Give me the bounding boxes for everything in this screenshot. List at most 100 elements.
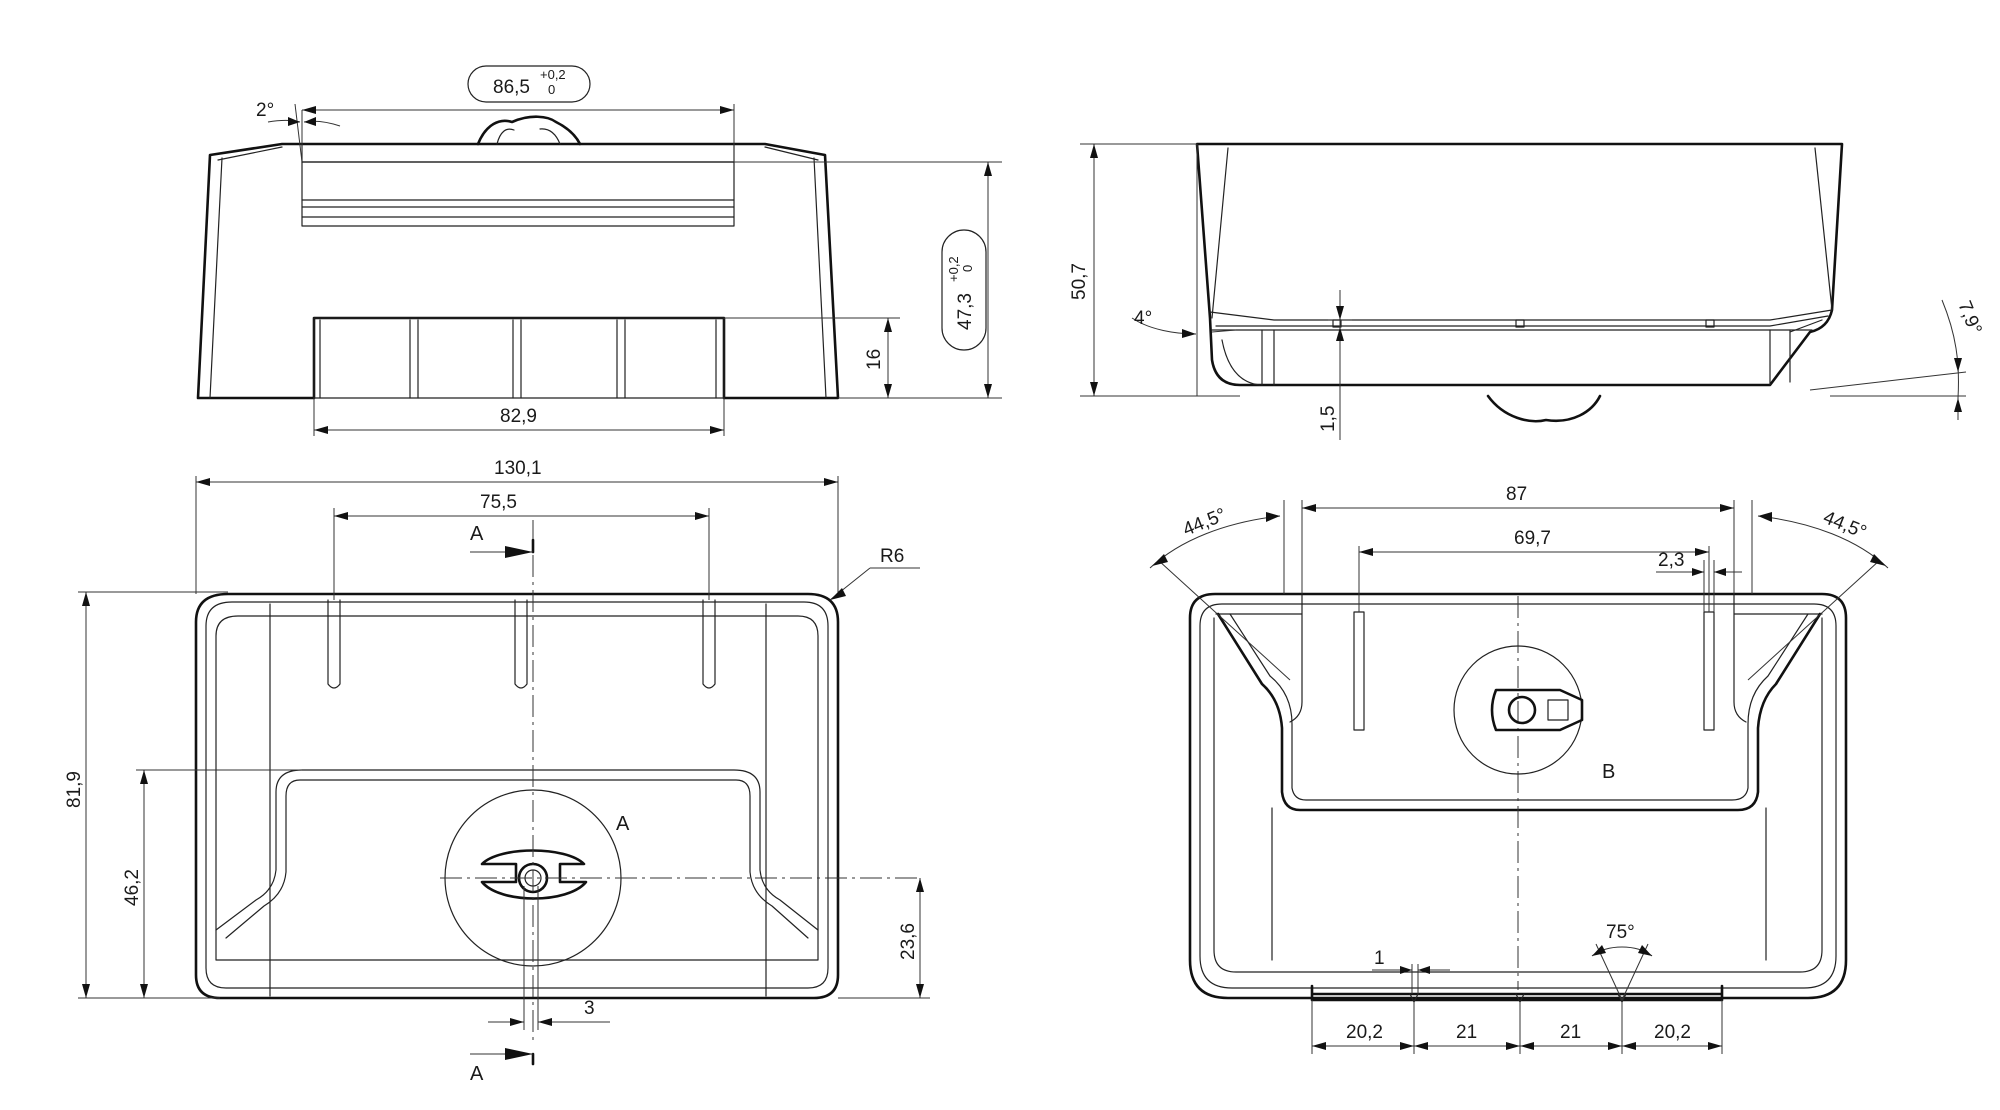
front-dim-top-width-tol-upper: +0,2 bbox=[540, 67, 566, 82]
side-bottom-band bbox=[1221, 329, 1791, 386]
front-dim-top-width: 86,5 +0,2 0 bbox=[301, 65, 735, 162]
top-section-marker-top: A bbox=[470, 523, 535, 558]
bottom-dim-inner: 69,7 bbox=[1358, 528, 1710, 612]
bottom-latch bbox=[1490, 688, 1584, 732]
bottom-dim-seg-1-value: 20,2 bbox=[1346, 1022, 1383, 1043]
bottom-dim-outer: 87 bbox=[1301, 484, 1735, 594]
top-ribs bbox=[327, 599, 716, 689]
top-dim-depth-value: 81,9 bbox=[64, 771, 85, 808]
front-dim-height-value: 47,3 bbox=[955, 293, 976, 330]
bottom-angle-left-label: 44,5° bbox=[1180, 504, 1229, 540]
top-latch bbox=[480, 849, 588, 900]
top-dim-center-offset-value: 23,6 bbox=[898, 923, 919, 960]
bottom-latch-slot bbox=[1547, 699, 1569, 721]
bottom-dim-seg-3-value: 21 bbox=[1560, 1022, 1581, 1043]
top-dim-rib-spacing-value: 75,5 bbox=[480, 492, 517, 513]
bottom-dim-groove: 1 bbox=[1372, 948, 1450, 994]
top-dim-inner-depth: 46,2 bbox=[122, 769, 302, 998]
side-angle-left: 4° bbox=[1131, 144, 1237, 396]
front-angle-draft-label: 2° bbox=[256, 100, 274, 121]
top-dim-rib-spacing: 75,5 bbox=[333, 492, 710, 600]
top-dim-slot: 3 bbox=[488, 886, 610, 1030]
front-view: 86,5 +0,2 0 2° 47,3 +0,2 0 bbox=[196, 65, 1002, 436]
side-dim-total-height-value: 50,7 bbox=[1069, 263, 1090, 300]
bottom-lip bbox=[1310, 984, 1724, 1002]
top-dim-total-width-value: 130,1 bbox=[494, 458, 542, 479]
side-angle-left-label: 4° bbox=[1134, 308, 1152, 329]
bottom-tray bbox=[1216, 612, 1822, 812]
front-dim-top-width-tol-lower: 0 bbox=[548, 82, 555, 97]
front-lip-segments bbox=[313, 317, 725, 399]
front-dim-lip-height: 16 bbox=[724, 317, 900, 398]
front-dim-height: 47,3 +0,2 0 bbox=[734, 161, 1002, 399]
bottom-angle-right-label: 44,5° bbox=[1820, 507, 1869, 543]
front-dim-top-width-value: 86,5 bbox=[493, 77, 530, 98]
bottom-dim-inner-value: 69,7 bbox=[1514, 528, 1551, 549]
bottom-dim-segments: 20,2 21 21 20,2 bbox=[1311, 1000, 1723, 1054]
side-base-lines bbox=[1211, 315, 1829, 331]
front-rim-top bbox=[301, 143, 735, 163]
top-dim-slot-value: 3 bbox=[584, 998, 595, 1019]
top-detail-label: A bbox=[616, 813, 630, 835]
side-dim-step: 1,5 bbox=[1318, 290, 1352, 440]
top-dim-depth: 81,9 bbox=[64, 591, 228, 999]
top-inner-tray bbox=[215, 769, 819, 931]
front-dim-height-tol-upper: +0,2 bbox=[946, 256, 961, 282]
top-radius: R6 bbox=[829, 546, 920, 601]
top-body-outline bbox=[194, 592, 840, 1000]
bottom-dim-outer-value: 87 bbox=[1506, 484, 1527, 505]
front-knob bbox=[476, 115, 582, 146]
top-dim-inner-depth-value: 46,2 bbox=[122, 869, 143, 906]
side-dim-step-value: 1,5 bbox=[1318, 406, 1339, 432]
front-angle-draft: 2° bbox=[256, 100, 341, 163]
bottom-latch-hub bbox=[1507, 695, 1537, 725]
top-inner-rim bbox=[205, 601, 829, 989]
side-dim-total-height: 50,7 bbox=[1069, 143, 1240, 397]
front-knob-rings bbox=[496, 128, 561, 145]
bottom-inner-rim bbox=[1199, 603, 1837, 989]
top-section-marker-top-label: A bbox=[470, 523, 484, 545]
front-window bbox=[301, 161, 735, 227]
bottom-body-outline bbox=[1188, 592, 1848, 1000]
top-inner-tray-2 bbox=[225, 779, 809, 939]
bottom-angle-notch: 75° bbox=[1591, 922, 1653, 1001]
bottom-angle-right: 44,5° bbox=[1747, 500, 1889, 681]
front-dim-top-width-box bbox=[467, 65, 591, 103]
side-knob bbox=[1486, 394, 1602, 423]
top-section-marker-bottom-label: A bbox=[470, 1063, 484, 1085]
front-draft-line-left bbox=[209, 146, 283, 399]
front-dim-height-tol-lower: 0 bbox=[960, 265, 975, 272]
top-dim-total-width: 130,1 bbox=[195, 458, 839, 594]
bottom-detail-label: B bbox=[1602, 761, 1615, 783]
side-inner-line-right bbox=[1814, 147, 1833, 311]
side-angle-right-label: 7,9° bbox=[1953, 298, 1985, 337]
top-inner-wall bbox=[215, 615, 819, 961]
front-dim-height-box bbox=[941, 229, 987, 351]
top-radius-label: R6 bbox=[880, 546, 904, 567]
side-view: 50,7 4° 1,5 7,9° bbox=[1069, 142, 1986, 440]
side-body-outline bbox=[1195, 142, 1844, 387]
bottom-dim-groove-value: 1 bbox=[1374, 948, 1385, 969]
bottom-tray-inner bbox=[1229, 613, 1809, 801]
bottom-dim-seg-2-value: 21 bbox=[1456, 1022, 1477, 1043]
bottom-dim-rib: 2,3 bbox=[1656, 550, 1742, 612]
bottom-angle-notch-label: 75° bbox=[1606, 922, 1635, 943]
bottom-inner-wall bbox=[1213, 617, 1823, 973]
bottom-view: B 44,5° 44,5° 87 bbox=[1149, 484, 1889, 1054]
bottom-dim-seg-4-value: 20,2 bbox=[1654, 1022, 1691, 1043]
side-inner-line-left bbox=[1211, 147, 1229, 319]
side-step-line bbox=[1209, 309, 1833, 321]
front-dim-bottom-width-value: 82,9 bbox=[500, 406, 537, 427]
top-section-marker-bottom: A bbox=[470, 1048, 535, 1085]
top-view: A A A 130,1 75,5 bbox=[64, 458, 930, 1085]
side-angle-right: 7,9° bbox=[1809, 298, 1986, 420]
front-body-outline bbox=[196, 142, 840, 400]
bottom-dim-rib-value: 2,3 bbox=[1658, 550, 1684, 571]
front-draft-line-right bbox=[764, 146, 827, 399]
front-dim-bottom-width: 82,9 bbox=[313, 398, 725, 436]
bottom-angle-left: 44,5° bbox=[1149, 500, 1291, 681]
bottom-pocket bbox=[1215, 593, 1823, 723]
top-dim-center-offset: 23,6 bbox=[838, 878, 930, 999]
side-foot-right bbox=[1789, 319, 1823, 333]
